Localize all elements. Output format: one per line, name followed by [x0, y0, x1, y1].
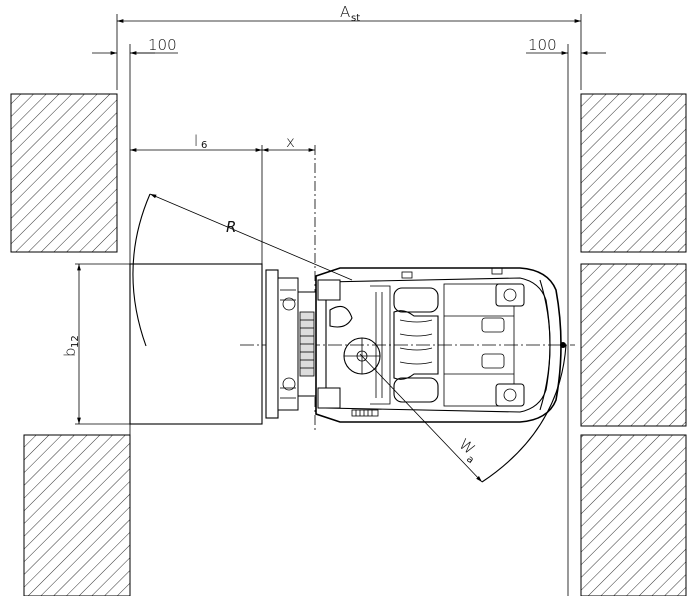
- rack-left-upper: [10, 93, 118, 253]
- clearance-right-label: 100: [528, 36, 557, 54]
- forklift-truck: [265, 267, 566, 423]
- load-distance-label: x: [286, 133, 295, 151]
- load-width-label: b: [61, 347, 79, 357]
- rack-right-upper: [580, 93, 687, 253]
- rack-right-middle: [580, 263, 687, 427]
- dimension-aisle-width: A st: [117, 3, 581, 24]
- turning-width-label: W: [456, 435, 479, 458]
- dimension-load-length: l 6: [130, 132, 262, 152]
- dimension-load-width: b 12: [61, 264, 81, 424]
- rack-right-lower: [580, 434, 687, 596]
- dimension-clearance-right: 100: [526, 36, 606, 55]
- turning-radius-label: R: [226, 218, 236, 236]
- dimension-clearance-left: 100: [92, 36, 178, 55]
- turning-radius: R: [132, 193, 353, 347]
- aisle-width-label: A: [340, 3, 350, 21]
- turning-width: W a: [359, 344, 567, 483]
- load-length-label: l: [194, 132, 198, 150]
- turning-width-subscript: a: [464, 454, 476, 466]
- load-length-subscript: 6: [201, 140, 207, 151]
- clearance-left-label: 100: [148, 36, 177, 54]
- dimension-load-distance: x: [262, 133, 315, 152]
- rack-left-lower: [23, 434, 131, 596]
- load-pallet: [129, 263, 263, 425]
- aisle-width-subscript: st: [351, 13, 360, 24]
- load-width-subscript: 12: [70, 335, 81, 348]
